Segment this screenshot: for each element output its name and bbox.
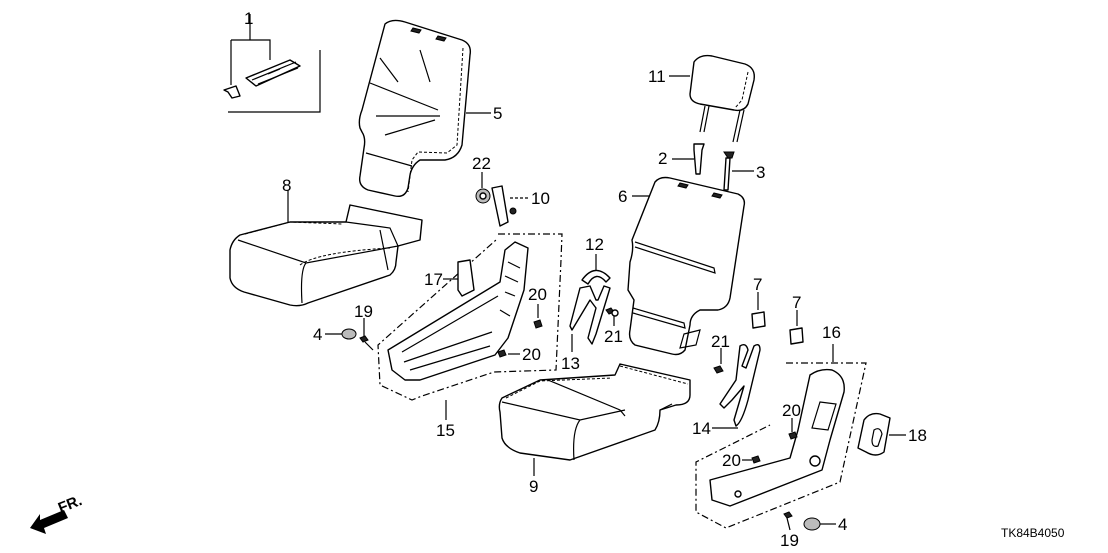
part-19-screw-left[interactable] [359,318,374,351]
callout-2[interactable]: 2 [658,149,668,168]
callout-6[interactable]: 6 [618,187,628,206]
part-1-clip-kit[interactable] [223,14,321,113]
callout-20c[interactable]: 20 [782,401,801,420]
part-14-hinge-cover[interactable] [712,343,761,429]
callout-21b[interactable]: 21 [711,332,730,351]
callout-17[interactable]: 17 [424,270,443,289]
part-11-headrest[interactable] [669,54,755,143]
callout-20d[interactable]: 20 [722,451,741,470]
callout-10[interactable]: 10 [531,189,550,208]
part-3-guide[interactable] [723,151,754,191]
callout-21a[interactable]: 21 [604,327,623,346]
callout-15[interactable]: 15 [436,421,455,440]
callout-7b[interactable]: 7 [792,293,802,312]
callout-20a[interactable]: 20 [528,285,547,304]
callout-4-left[interactable]: 4 [313,325,323,344]
callout-19-right[interactable]: 19 [780,531,799,550]
part-22-nut[interactable] [475,172,491,204]
callout-11[interactable]: 11 [648,67,666,86]
callout-20b[interactable]: 20 [522,345,541,364]
callout-18[interactable]: 18 [908,426,927,445]
callout-19-left[interactable]: 19 [354,302,373,321]
callout-22[interactable]: 22 [472,154,491,173]
front-direction-arrow-icon [30,510,68,534]
callout-16[interactable]: 16 [822,323,841,342]
callout-9[interactable]: 9 [529,477,539,496]
part-8-cushion-pad[interactable] [229,190,423,307]
callout-7a[interactable]: 7 [753,275,763,294]
part-6-seatback-pad[interactable] [627,176,746,356]
callout-8[interactable]: 8 [282,176,292,195]
callout-12[interactable]: 12 [585,235,604,254]
part-18-knob-cover[interactable] [857,412,906,456]
part-2-guide[interactable] [672,143,705,175]
part-10-bracket[interactable] [491,185,528,227]
part-16-side-trim-right[interactable] [695,344,867,529]
part-21-bolt-b[interactable] [713,348,724,374]
callout-1[interactable]: 1 [244,9,254,28]
part-4-cap-left[interactable] [325,328,357,340]
part-20-clip-c[interactable] [788,418,798,440]
part-9-cushion-pad[interactable] [498,363,691,476]
callout-4-right[interactable]: 4 [838,515,848,534]
part-13-hinge-cover[interactable] [569,285,611,352]
callout-13[interactable]: 13 [561,354,580,373]
part-5-seatback-pad[interactable] [358,19,491,198]
callout-5[interactable]: 5 [493,104,503,123]
part-17-cover[interactable] [443,259,475,297]
part-20-clip-b[interactable] [497,349,520,358]
part-15-side-trim-left[interactable] [377,233,563,420]
part-12-frame-cover[interactable] [581,254,611,285]
diagram-code: TK84B4050 [1001,526,1065,540]
part-4-cap-right[interactable] [803,517,836,531]
callout-3[interactable]: 3 [756,163,766,182]
part-7-cap-a[interactable] [751,292,766,329]
part-20-clip-a[interactable] [533,304,543,329]
part-7-cap-b[interactable] [789,310,804,345]
callout-14[interactable]: 14 [692,419,711,438]
part-21-bolt-a[interactable] [605,307,619,326]
part-20-clip-d[interactable] [742,455,761,464]
part-19-screw-right[interactable] [783,511,793,531]
